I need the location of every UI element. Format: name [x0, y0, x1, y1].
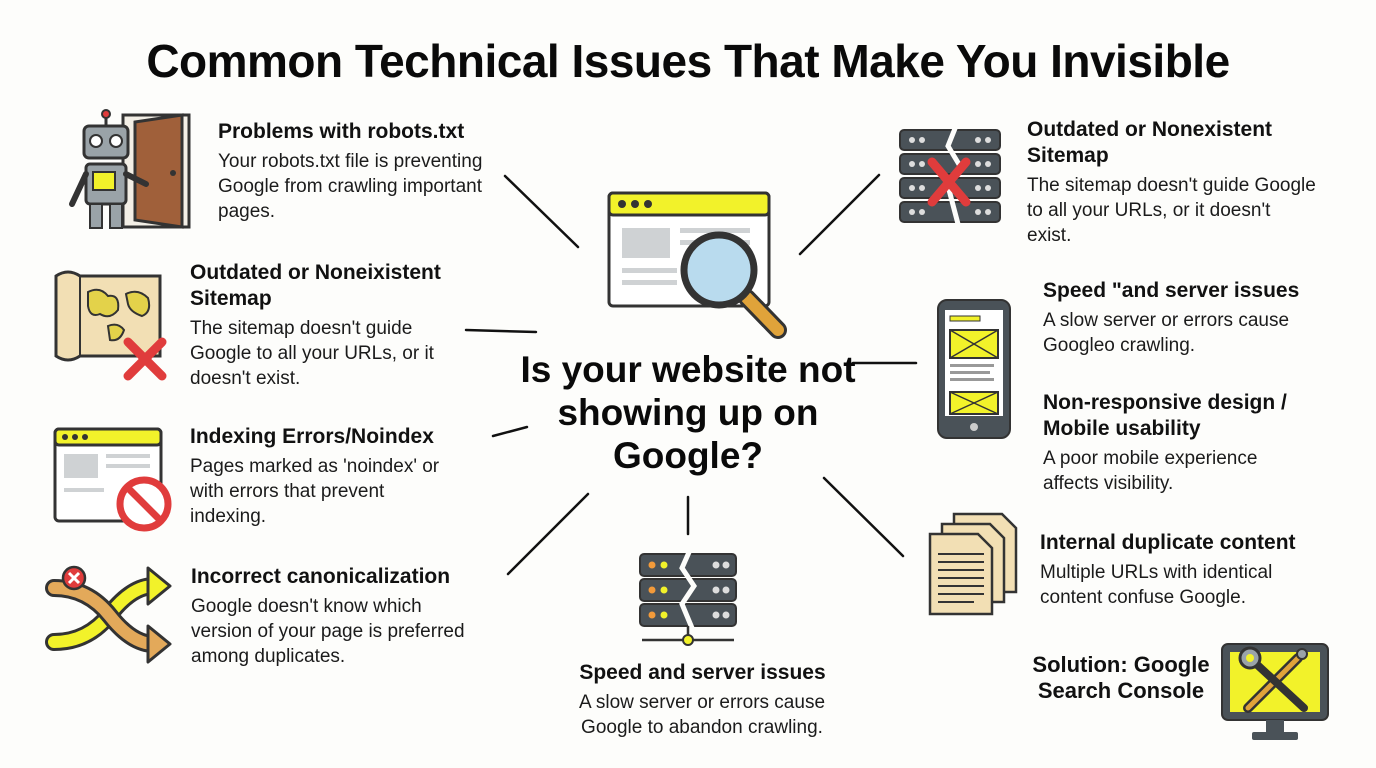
duplicate-content-heading: Internal duplicate content: [1040, 531, 1296, 554]
sitemap-left-heading: Outdated or Noneixistent Sitemap: [190, 261, 441, 310]
speed-right-heading: Speed "and server issues: [1043, 279, 1300, 302]
browser-magnifier-icon: [607, 191, 787, 339]
solution-label: Solution: Google Search Console: [1032, 652, 1210, 703]
duplicate-content-block: Internal duplicate content Multiple URLs…: [1040, 530, 1340, 610]
sitemap-right-description: The sitemap doesn't guide Google to all …: [1027, 175, 1316, 246]
crossed-arrows-icon: [45, 565, 172, 664]
monitor-tools-icon: [1221, 643, 1329, 740]
sitemap-left-block: Outdated or Noneixistent Sitemap The sit…: [190, 260, 465, 391]
speed-right-block: Speed "and server issues A slow server o…: [1043, 278, 1343, 358]
indexing-errors-description: Pages marked as 'noindex' or with errors…: [190, 456, 440, 527]
sitemap-right-block: Outdated or Nonexistent Sitemap The site…: [1027, 117, 1327, 248]
duplicate-content-description: Multiple URLs with identical content con…: [1040, 562, 1273, 608]
indexing-errors-block: Indexing Errors/Noindex Pages marked as …: [190, 424, 490, 529]
sitemap-right-heading: Outdated or Nonexistent Sitemap: [1027, 118, 1273, 167]
mobile-usability-block: Non-responsive design / Mobile usability…: [1043, 390, 1343, 496]
speed-bottom-description: A slow server or errors cause Google to …: [578, 692, 826, 738]
canonicalization-heading: Incorrect canonicalization: [191, 565, 451, 588]
page-title: Common Technical Issues That Make You In…: [146, 35, 1230, 87]
mobile-usability-heading: Non-responsive design / Mobile usability: [1043, 391, 1287, 440]
robot-door-icon: [69, 109, 191, 229]
browser-blocked-icon: [53, 427, 172, 532]
map-cross-icon: [54, 270, 167, 381]
robots-txt-description: Your robots.txt file is preventing Googl…: [218, 151, 483, 222]
canonicalization-description: Google doesn't know which version of you…: [191, 596, 465, 667]
broken-server-cross-icon: [899, 125, 1001, 225]
center-question: Is your website not showing up on Google…: [520, 349, 856, 476]
robots-txt-heading: Problems with robots.txt: [218, 120, 465, 143]
mobile-phone-icon: [937, 299, 1011, 439]
mobile-usability-description: A poor mobile experience affects visibil…: [1043, 448, 1258, 494]
speed-bottom-block: Speed and server issues A slow server or…: [540, 660, 865, 740]
broken-server-network-icon: [639, 548, 737, 646]
duplicate-documents-icon: [928, 512, 1018, 616]
speed-right-description: A slow server or errors cause Googleo cr…: [1043, 310, 1290, 356]
sitemap-left-description: The sitemap doesn't guide Google to all …: [190, 318, 434, 389]
speed-bottom-heading: Speed and server issues: [579, 661, 826, 684]
indexing-errors-heading: Indexing Errors/Noindex: [190, 425, 434, 448]
canonicalization-block: Incorrect canonicalization Google doesn'…: [191, 564, 501, 669]
robots-txt-block: Problems with robots.txt Your robots.txt…: [218, 119, 508, 224]
